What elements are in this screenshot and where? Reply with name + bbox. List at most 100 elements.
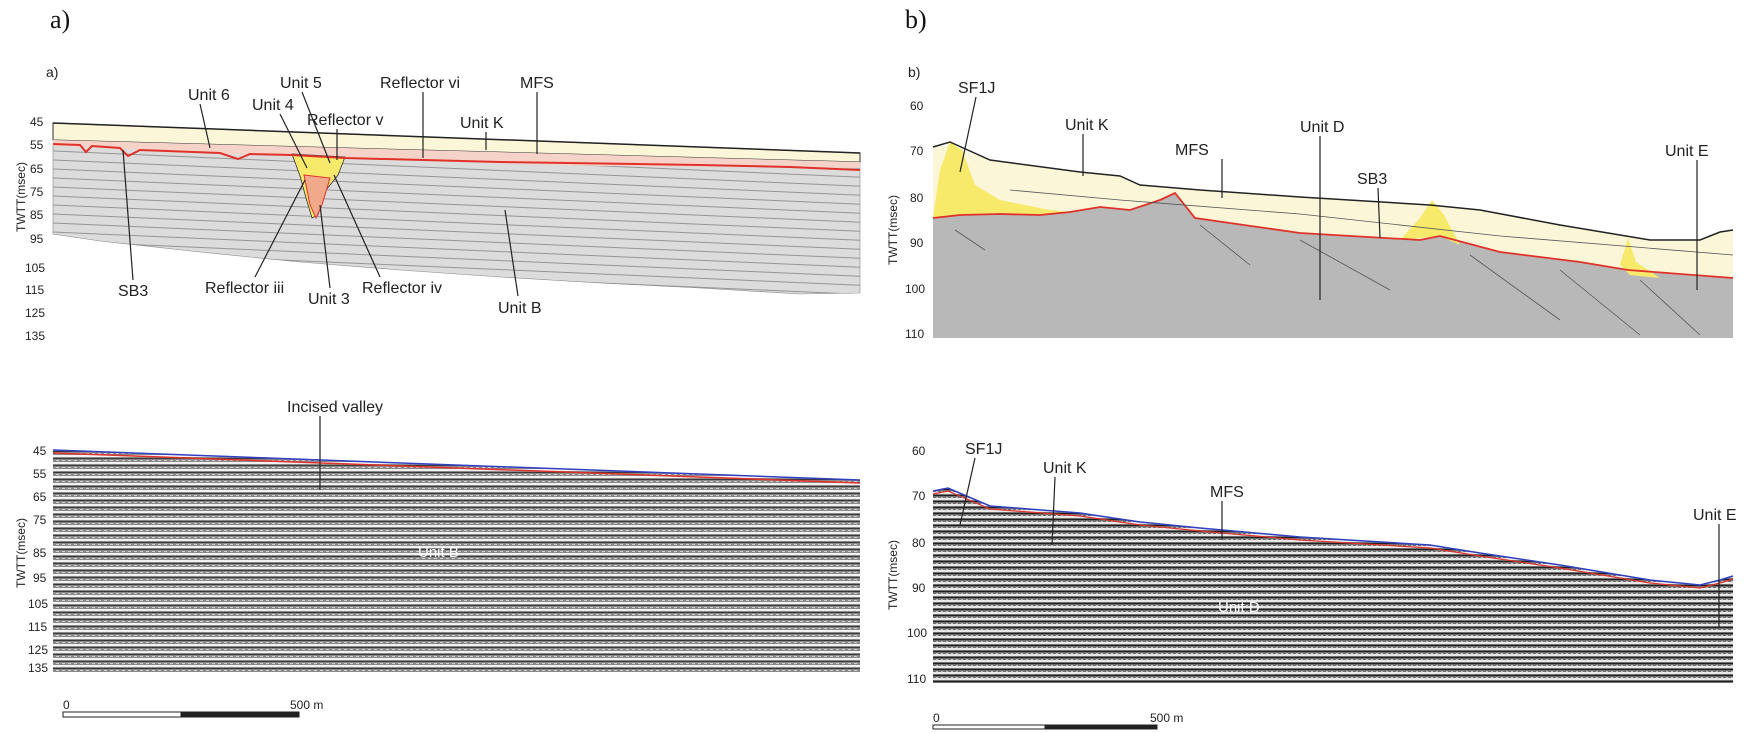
label-unitk-2: Unit K [1043,460,1087,477]
label-sf1j: SF1J [958,80,995,97]
panel-b-upper-axis-label: TWTT(msec) [886,195,900,265]
tick-b-lower-70: 70 [912,489,926,503]
seismic-a-body [53,450,860,672]
tick-a-upper-85: 85 [30,208,44,222]
arrow-sf1j [959,96,977,173]
label-reflector-vi: Reflector vi [380,75,460,92]
label-unitk-a: Unit K [460,115,504,132]
label-sb3-a: SB3 [118,283,148,300]
tick-a-lower-65: 65 [33,490,47,504]
panel-b-upper-labels: SF1J Unit K MFS Unit D SB3 Unit E [958,80,1709,300]
arrow-sb3-b [1377,187,1381,239]
tick-b-lower-110: 110 [907,672,926,686]
panel-b-interpretation [932,141,1734,338]
arrow-reflector-iii [254,179,306,278]
label-unite-2: Unit E [1693,507,1737,524]
tick-a-upper-95: 95 [30,232,44,246]
label-unit3: Unit 3 [308,291,350,308]
unit-k-body-b [933,145,1733,278]
sb3-wedge [1400,200,1460,245]
tick-a-upper-75: 75 [30,185,44,199]
scale-b-start: 0 [933,711,940,725]
tick-a-lower-75: 75 [33,513,47,527]
label-sf1j-2: SF1J [965,441,1002,458]
arrow-unit6 [199,103,211,149]
scale-a-start: 0 [63,698,70,712]
tick-a-lower-115: 115 [28,620,47,634]
panel-a-label: a) [50,5,70,34]
sb3-surface [52,143,861,171]
unit-3-fill [303,174,331,220]
panel-b-lower-labels: SF1J Unit K MFS Unit E Unit D [959,441,1737,628]
panel-b-upper-ticks: 60 70 80 90 100 110 [905,99,925,341]
arrow-sb3-a [122,149,134,281]
panel-a-upper-ticks: 45 55 65 75 85 95 105 115 125 135 [25,115,45,343]
sb3-surface-b [932,191,1734,279]
label-unitk-b: Unit K [1065,117,1109,134]
seismic-a-blue-line [52,449,861,481]
label-unit5: Unit 5 [280,75,322,92]
seismic-b-body [933,488,1733,683]
tick-a-upper-45: 45 [30,115,44,129]
arrow-sf1j-2 [959,457,976,526]
tick-a-lower-105: 105 [28,597,48,611]
tick-a-upper-65: 65 [30,162,44,176]
label-sb3-b: SB3 [1357,171,1387,188]
label-unitb-a: Unit B [498,300,542,317]
panel-a-lower-axis-label: TWTT(msec) [14,518,28,588]
unit-e-wedge [1620,238,1660,278]
unit-6-layer [53,140,860,168]
tick-a-upper-105: 105 [25,261,45,275]
tick-a-upper-135: 135 [25,329,45,343]
arrow-reflector-iv [333,174,381,278]
unit-b-body [52,144,861,295]
arrow-unit5 [301,91,331,164]
tick-b-upper-80: 80 [910,191,924,205]
sf1j-wedge [933,142,1070,218]
arrow-unitb-a [504,209,519,297]
label-unitd-seismic: Unit D [1218,599,1260,616]
label-unitd-b: Unit D [1300,119,1344,136]
tick-b-upper-100: 100 [905,282,925,296]
label-unitb-seismic: Unit B [418,544,459,561]
panel-b-lower-ticks: 60 70 80 90 100 110 [907,444,927,686]
label-reflector-iv: Reflector iv [362,280,442,297]
tick-b-upper-60: 60 [910,99,924,113]
tick-b-upper-110: 110 [905,327,924,341]
label-mfs-2: MFS [1210,484,1244,501]
label-unit4: Unit 4 [252,97,294,114]
arrow-unit3 [319,204,331,289]
seafloor-line-b [932,141,1734,241]
label-unit6: Unit 6 [188,87,230,104]
panel-a-sublabel: a) [46,64,58,80]
tick-b-lower-100: 100 [907,626,927,640]
scale-a-end: 500 m [290,698,323,712]
scale-b-end: 500 m [1150,711,1183,725]
seismic-b-red-line [932,490,1734,589]
panel-b-label: b) [905,5,927,34]
label-reflector-iii: Reflector iii [205,280,284,297]
panel-a-scale-bar: 0 500 m [62,698,323,718]
tick-b-upper-90: 90 [910,236,924,250]
panel-a-upper-labels: Unit 6 Unit 5 Unit 4 Reflector v Reflect… [118,75,554,317]
label-incised-valley: Incised valley [287,399,383,416]
unit-d-body [933,193,1733,338]
seismic-b-blue-line [932,487,1734,586]
tick-a-lower-55: 55 [33,467,47,481]
panel-b-lower-axis-label: TWTT(msec) [886,540,900,610]
tick-b-upper-70: 70 [910,144,924,158]
panel-a-lower-ticks: 45 55 65 75 85 95 105 115 125 135 [28,444,48,675]
tick-a-upper-55: 55 [30,138,44,152]
label-mfs-a: MFS [520,75,554,92]
panel-a-interpretation [52,122,861,295]
label-reflector-v: Reflector v [307,112,383,129]
tick-b-lower-60: 60 [912,444,926,458]
panel-b-seismic-profile [932,487,1734,683]
internal-reflectors-b [954,189,1734,336]
tick-a-lower-125: 125 [28,643,48,657]
label-unite-b: Unit E [1665,143,1709,160]
panel-b-scale-bar: 0 500 m [932,711,1183,730]
tick-a-lower-135: 135 [28,661,48,675]
arrow-unitk-2 [1051,476,1056,546]
